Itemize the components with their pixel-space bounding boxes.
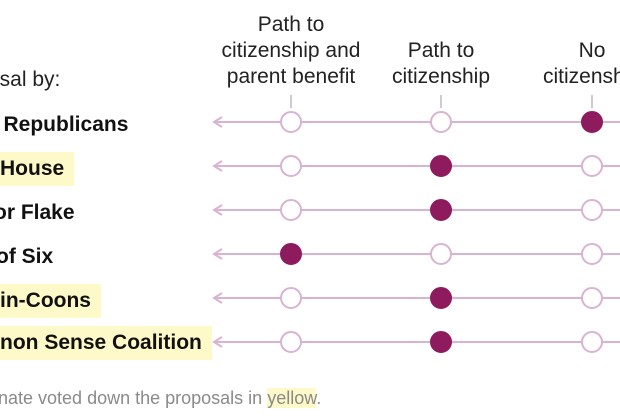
dot-row3-col2 <box>581 243 603 265</box>
row-arrow-2 <box>212 204 223 216</box>
dot-row0-col0 <box>280 111 302 133</box>
row-label-1: House <box>0 152 75 186</box>
row-label-3: of Six <box>0 245 54 268</box>
col-header-parent-benefit: Path to citizenship and parent benefit <box>221 13 361 88</box>
dot-row2-col0 <box>280 199 302 221</box>
dot-row0-col2-selected <box>581 111 603 133</box>
footnote-text: nate voted down the proposals in <box>0 388 268 408</box>
dot-row5-col1-selected <box>430 331 452 353</box>
proposal-by-label: osal by: <box>0 68 61 91</box>
dot-row1-col0 <box>280 155 302 177</box>
dot-row0-col1 <box>430 111 452 133</box>
dot-row2-col2 <box>581 199 603 221</box>
row-arrow-1 <box>212 160 223 172</box>
row-arrow-0 <box>212 116 223 128</box>
dot-row3-col0-selected <box>280 243 302 265</box>
row-label-4: in-Coons <box>0 284 101 318</box>
row-arrow-5 <box>212 336 223 348</box>
dot-row4-col1-selected <box>430 287 452 309</box>
row-arrow-4 <box>212 292 223 304</box>
footnote: nate voted down the proposals in yellow. <box>0 388 321 409</box>
dot-row3-col1 <box>430 243 452 265</box>
dot-row4-col0 <box>280 287 302 309</box>
row-arrow-3 <box>212 248 223 260</box>
footnote-highlight: yellow <box>267 388 317 408</box>
footnote-end: . <box>316 388 322 408</box>
col-header-path-to-citizenship: Path to citizenship <box>391 39 491 88</box>
row-label-5: non Sense Coalition <box>0 326 212 360</box>
dot-row5-col0 <box>280 331 302 353</box>
dot-row2-col1-selected <box>430 199 452 221</box>
dot-row1-col2 <box>581 155 603 177</box>
dot-row1-col1-selected <box>430 155 452 177</box>
row-label-0: e Republicans <box>0 113 129 136</box>
col-header-no-citizenship: No citizenship <box>542 39 620 88</box>
dot-row4-col2 <box>581 287 603 309</box>
row-label-2: or Flake <box>0 201 75 224</box>
dot-row5-col2 <box>581 331 603 353</box>
